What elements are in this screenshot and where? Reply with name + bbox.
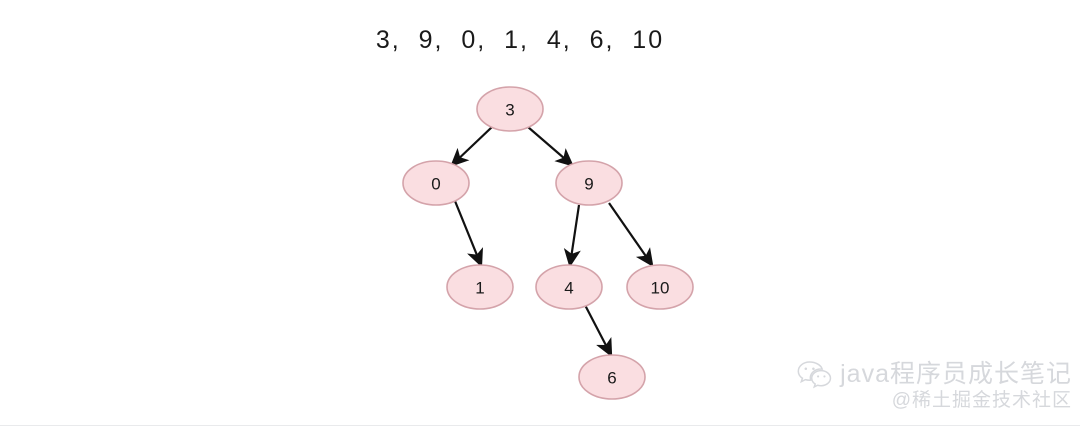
tree-node-shape xyxy=(578,354,646,400)
tree-node-label: 1 xyxy=(475,279,484,298)
tree-node-6[interactable]: 6 xyxy=(578,354,646,400)
tree-node-label: 4 xyxy=(564,279,573,298)
tree-edge-n4-to-n6 xyxy=(584,304,613,358)
tree-node-label: 6 xyxy=(607,369,616,388)
tree-node-shape xyxy=(555,160,623,206)
tree-node-label: 0 xyxy=(431,175,440,194)
tree-edge-n3-to-n9 xyxy=(527,126,574,167)
tree-edge-n0-to-n1 xyxy=(453,200,483,268)
bottom-divider xyxy=(0,425,1080,426)
tree-node-label: 9 xyxy=(584,175,593,194)
tree-node-10[interactable]: 10 xyxy=(626,264,694,310)
tree-node-label: 3 xyxy=(505,101,514,120)
tree-node-label: 10 xyxy=(651,279,670,298)
tree-node-3[interactable]: 3 xyxy=(476,86,544,132)
edge-layer xyxy=(450,126,654,358)
tree-edge-n9-to-n10 xyxy=(608,202,654,268)
page-title: 3, 9, 0, 1, 4, 6, 10 xyxy=(375,26,665,54)
tree-node-9[interactable]: 9 xyxy=(555,160,623,206)
tree-node-0[interactable]: 0 xyxy=(402,160,470,206)
tree-node-shape xyxy=(402,160,470,206)
tree-node-shape xyxy=(535,264,603,310)
tree-node-shape xyxy=(476,86,544,132)
tree-node-shape xyxy=(446,264,514,310)
tree-node-shape xyxy=(626,264,694,310)
tree-edge-n3-to-n0 xyxy=(450,126,493,167)
tree-node-4[interactable]: 4 xyxy=(535,264,603,310)
tree-node-1[interactable]: 1 xyxy=(446,264,514,310)
tree-edge-n9-to-n4 xyxy=(563,204,581,268)
